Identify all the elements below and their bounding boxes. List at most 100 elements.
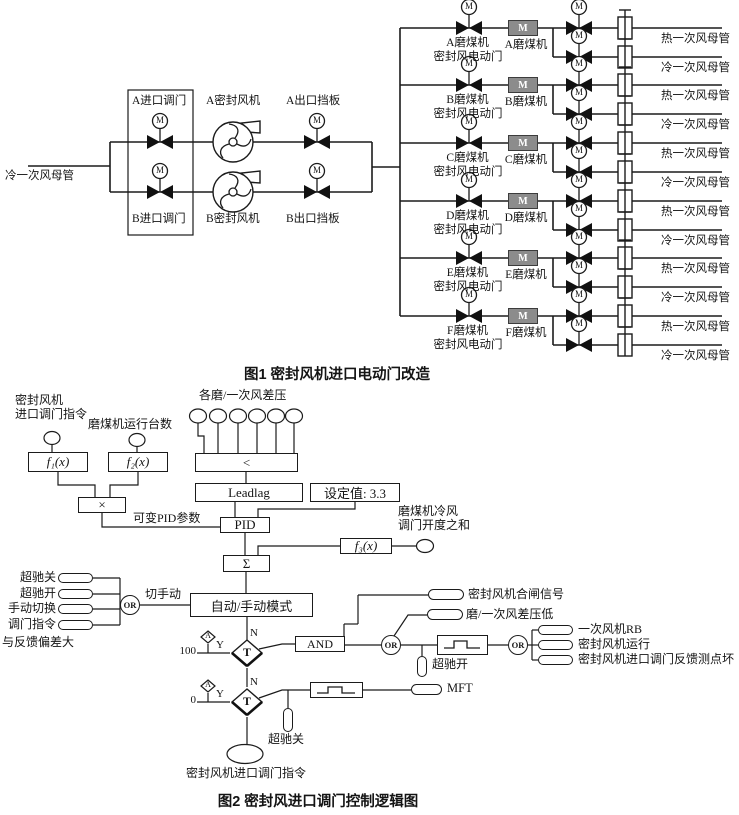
motor-letter: M: [464, 1, 473, 11]
motor-letter: M: [464, 289, 473, 299]
to-manual-label: 切手动: [145, 587, 182, 601]
mill-label: F磨煤机: [505, 327, 547, 339]
override-close-label: 超驰关: [268, 732, 305, 746]
motor-letter: M: [574, 58, 583, 68]
hot-header-label: 热一次风母管: [661, 206, 730, 218]
n-branch-label: N: [250, 627, 258, 639]
motor-letter: M: [574, 260, 583, 270]
cold-header-label: 冷一次风母管: [661, 292, 730, 304]
motor-letter: M: [574, 203, 583, 213]
branch-valve-label2: 密封风电动门: [433, 51, 503, 63]
analog-const-letter: A: [205, 680, 211, 689]
pulse-block: [437, 635, 488, 655]
motor-letter: M: [464, 116, 473, 126]
pid-block: PID: [220, 517, 270, 533]
cold-header-label: 冷一次风母管: [661, 235, 730, 247]
signal-capsule: [58, 589, 93, 599]
cold-header-label: 冷一次风母管: [661, 177, 730, 189]
hot-header-label: 热一次风母管: [661, 263, 730, 275]
leadlag-block: Leadlag: [195, 483, 303, 502]
motor-letter: M: [574, 1, 583, 11]
mill-motor-box: M: [508, 77, 538, 93]
motor-letter: M: [574, 30, 583, 40]
sum-block: Σ: [223, 555, 270, 572]
branch-valve-label: F磨煤机: [447, 325, 488, 337]
signal-capsule: [538, 640, 573, 650]
mill-dp-label: 各磨/一次风差压: [199, 388, 287, 402]
inlet-b-label: B进口调门: [132, 213, 186, 225]
motor-letter: M: [464, 58, 473, 68]
branch-valve-label: A磨煤机: [446, 37, 489, 49]
cold-header-label: 冷一次风母管: [661, 119, 730, 131]
signal-capsule: [58, 573, 93, 583]
transfer-t-label: T: [242, 694, 251, 708]
valve-cmd-label-2: 进口调门指令: [15, 407, 88, 421]
inlet-a-label: A进口调门: [132, 95, 187, 107]
damper-b-label: B出口挡板: [286, 213, 340, 225]
motor-letter: M: [574, 116, 583, 126]
branch-valve-label: B磨煤机: [446, 94, 489, 106]
branch-valve-label: E磨煤机: [446, 267, 489, 279]
signal-capsule: [538, 625, 573, 635]
hot-header-label: 热一次风母管: [661, 33, 730, 45]
motor-letter: M: [155, 115, 164, 125]
fan-icon: [212, 120, 261, 163]
y-branch-label: Y: [216, 639, 224, 651]
mft-capsule: [411, 684, 442, 695]
motor-letter: M: [312, 115, 321, 125]
motor-letter: M: [312, 165, 321, 175]
branch-valve-label2: 密封风电动门: [433, 281, 503, 293]
fig1-caption: 图1 密封风机进口电动门改造: [243, 367, 431, 383]
mill-label: C磨煤机: [504, 154, 548, 166]
signal-capsule: [58, 604, 93, 614]
min-select-block: <: [195, 453, 298, 472]
mill-motor-box: M: [508, 193, 538, 209]
override-close-capsule: [283, 708, 293, 732]
mft-label: MFT: [447, 681, 473, 695]
motor-letter: M: [574, 318, 583, 328]
override-open-capsule: [417, 656, 427, 677]
fig2-caption: 图2 密封风进口调门控制逻辑图: [217, 794, 419, 810]
dp-low-label: 磨/一次风差压低: [466, 607, 554, 621]
fig1-pipes: [28, 27, 722, 346]
seal-fan-running-label: 密封风机运行: [578, 637, 651, 651]
signal-manual-switch: 手动切换: [8, 601, 57, 615]
mill-motor-box: M: [508, 308, 538, 324]
const-100-label: 100: [179, 645, 197, 657]
fan-b-label: B密封风机: [206, 213, 260, 225]
signal-cmd-deviation-1: 调门指令: [8, 617, 57, 631]
fig2-io-circles: [43, 408, 435, 765]
mill-motor-box: M: [508, 250, 538, 266]
cold-header-label: 冷一次风母管: [661, 350, 730, 362]
signal-capsule: [427, 609, 463, 620]
valve-cmd-label-1: 密封风机: [15, 393, 64, 407]
mill-count-label: 磨煤机运行台数: [88, 417, 173, 431]
motor-letter: M: [574, 145, 583, 155]
branch-valve-label2: 密封风电动门: [433, 339, 503, 351]
cold-header-label: 冷一次风母管: [5, 170, 74, 182]
f3-block: f₃(x): [340, 538, 392, 554]
mill-label: A磨煤机: [504, 39, 548, 51]
cold-header-label: 冷一次风母管: [661, 62, 730, 74]
hot-header-label: 热一次风母管: [661, 90, 730, 102]
cold-sum-label-2: 调门开度之和: [398, 518, 471, 532]
branch-valve-label2: 密封风电动门: [433, 108, 503, 120]
cold-sum-label-1: 磨煤机冷风: [398, 504, 459, 518]
signal-capsule: [58, 620, 93, 630]
override-open-label: 超驰开: [432, 657, 469, 671]
fan-closed-label: 密封风机合闸信号: [468, 587, 565, 601]
motor-letter: M: [574, 289, 583, 299]
branch-valve-label2: 密封风电动门: [433, 224, 503, 236]
signal-override-close: 超驰关: [19, 570, 56, 584]
mill-motor-box: M: [508, 135, 538, 151]
transfer-t-label: T: [242, 645, 251, 659]
motor-letter: M: [574, 174, 583, 184]
output-label: 密封风机进口调门指令: [186, 766, 307, 780]
branch-valve-label: D磨煤机: [446, 210, 489, 222]
f1-block: f₁(x): [28, 452, 88, 472]
motor-letter: M: [464, 231, 473, 241]
mill-label: E磨煤机: [505, 269, 547, 281]
motor-letter: M: [574, 231, 583, 241]
signal-capsule: [538, 655, 573, 665]
